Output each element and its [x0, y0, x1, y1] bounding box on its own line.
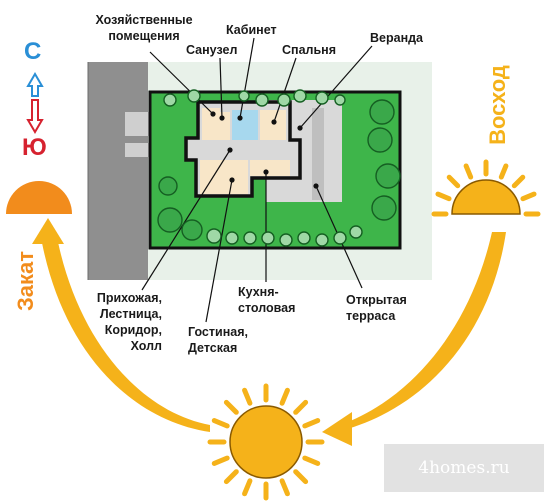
kitchen-room [250, 160, 290, 176]
sun-path-arc-right [336, 232, 506, 432]
tree [369, 99, 395, 125]
terrace-label-line-1: Открытая [346, 293, 407, 307]
kitchen-label-line-1: Кухня- [238, 285, 279, 299]
kitchen-label: Кухня- столовая [238, 284, 295, 316]
arc-arrow-right [322, 412, 352, 446]
tree [334, 94, 346, 106]
hall-label-line-4: Холл [130, 339, 162, 353]
leader-study [239, 37, 255, 119]
utility-label: Хозяйственные помещения [84, 12, 204, 44]
tree [206, 228, 222, 244]
sunset-label: Закат [13, 250, 39, 312]
tree [243, 231, 257, 245]
living-label-line-1: Гостиная, [188, 325, 248, 339]
midday-rays [207, 383, 325, 501]
tree [181, 219, 203, 241]
sun-ray [293, 399, 309, 415]
sunrise-sun [431, 159, 541, 217]
hall-label-line-1: Прихожая, [96, 291, 162, 305]
south-arrow [26, 99, 44, 134]
living-label: Гостиная, Детская [188, 324, 248, 356]
kitchen-label-line-2: столовая [238, 301, 296, 315]
sun-ray [223, 399, 239, 415]
sun-path-arc [40, 232, 210, 432]
utility-label-line-1: Хозяйственные [95, 13, 193, 27]
leader-hall [141, 149, 231, 291]
sun-ray [302, 455, 321, 466]
sun-ray [223, 469, 239, 485]
tree [333, 231, 347, 245]
leader-living [205, 179, 233, 323]
utility-label-line-2: помещения [108, 29, 180, 43]
utility-room [202, 108, 220, 140]
sun-ray [242, 387, 253, 406]
tree [279, 233, 293, 247]
living-room [200, 160, 248, 194]
hall-label-line-3: Коридор, [104, 323, 162, 337]
sunrise-label: Восход [484, 65, 510, 145]
hall-label: Прихожая, Лестница, Коридор, Холл [70, 290, 162, 354]
tree [225, 231, 239, 245]
compass-arrows [26, 72, 44, 134]
north-arrow [26, 72, 44, 97]
leader-bathroom [219, 57, 223, 119]
tree [163, 93, 177, 107]
leader-veranda [299, 45, 373, 129]
sun-ray [463, 163, 474, 180]
tree [367, 127, 393, 153]
arc-arrow-left [32, 218, 64, 244]
study-label: Кабинет [226, 23, 277, 37]
watermark: 4homes.ru [384, 444, 544, 492]
north-label: С [24, 38, 42, 65]
road [88, 62, 148, 280]
sun-ray [302, 418, 321, 429]
sun-ray [211, 418, 230, 429]
tree [238, 90, 250, 102]
tree [349, 225, 363, 239]
bedroom-room [260, 110, 286, 140]
sun-ray [293, 469, 309, 485]
tree [157, 207, 183, 233]
leader-lines [141, 37, 373, 323]
bathroom-room [220, 112, 230, 140]
tree [293, 89, 307, 103]
tree [371, 195, 397, 221]
bathroom-label: Санузел [186, 43, 238, 57]
leader-utility [149, 51, 214, 115]
terrace-label-line-2: терраса [346, 309, 396, 323]
study-room [232, 110, 258, 140]
tree [158, 176, 178, 196]
tree [261, 231, 275, 245]
sun-ray [279, 478, 290, 497]
tree [315, 91, 329, 105]
tree [255, 93, 269, 107]
sunrise-rays [431, 159, 541, 217]
veranda-label: Веранда [370, 31, 424, 45]
sun-ray [446, 174, 461, 189]
sunset-sun [6, 181, 72, 214]
sun-ray [242, 478, 253, 497]
tree [375, 163, 401, 189]
sun-ray [511, 174, 526, 189]
south-label: Ю [22, 134, 47, 161]
tree [187, 89, 201, 103]
tree [315, 233, 329, 247]
living-label-line-2: Детская [188, 341, 238, 355]
terrace-step [312, 108, 324, 200]
bedroom-label: Спальня [282, 43, 336, 57]
sun-ray [498, 163, 509, 180]
hall-label-line-2: Лестница, [99, 307, 162, 321]
sun-ray [435, 191, 452, 202]
sun-ray [520, 191, 537, 202]
terrace-label: Открытая терраса [346, 292, 407, 324]
sun-ray [211, 455, 230, 466]
midday-sun [207, 383, 325, 501]
trees [157, 89, 401, 247]
tree [297, 231, 311, 245]
leader-bedroom [273, 57, 297, 123]
tree [277, 93, 291, 107]
sun-ray [279, 387, 290, 406]
